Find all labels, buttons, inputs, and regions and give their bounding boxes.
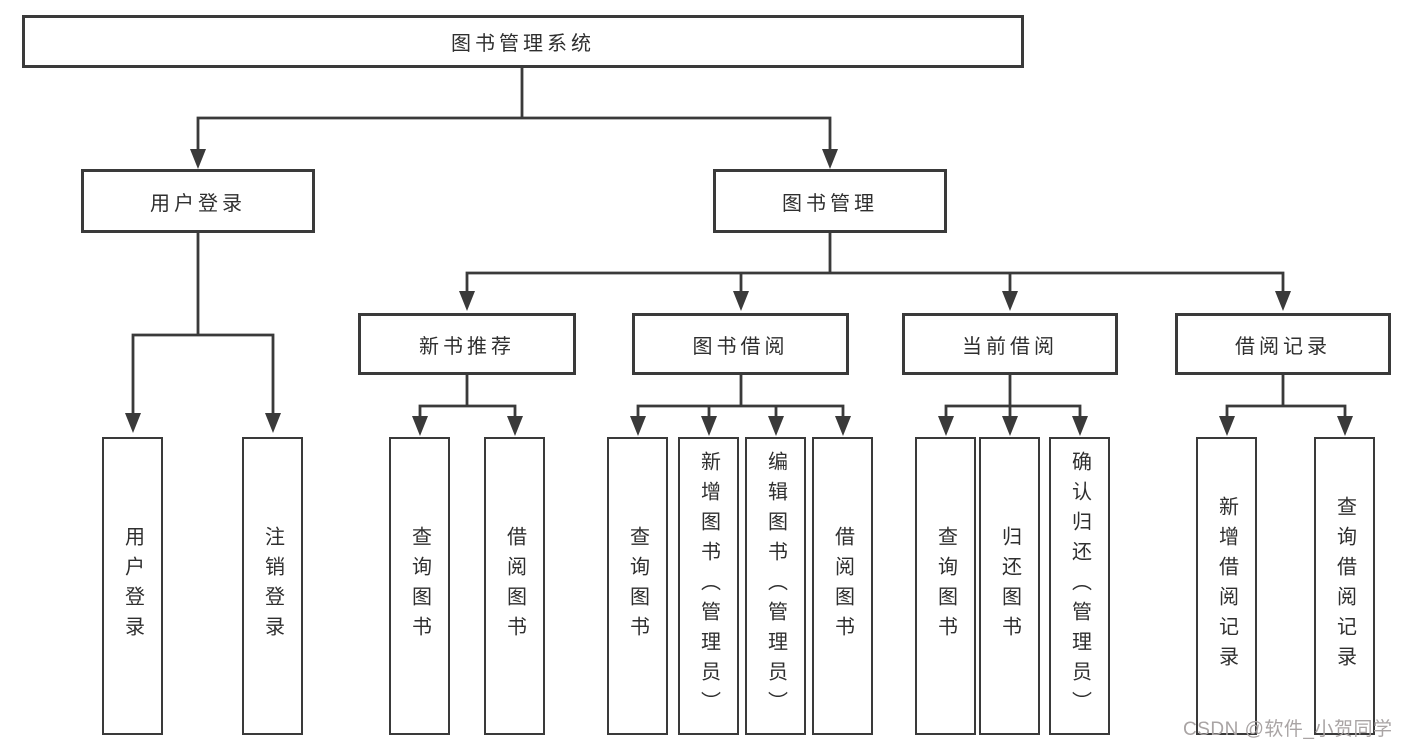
leaf-current-confirm-return-admin: 确认归还（管理员） — [1049, 437, 1110, 735]
leaf-records-query-record: 查询借阅记录 — [1314, 437, 1375, 735]
node-borrowing-records: 借阅记录 — [1175, 313, 1391, 375]
node-book-borrowing: 图书借阅 — [632, 313, 849, 375]
leaf-current-return-books-label: 归还图书 — [998, 526, 1021, 646]
leaf-records-query-record-label: 查询借阅记录 — [1333, 496, 1356, 676]
leaf-records-add-record-label: 新增借阅记录 — [1215, 496, 1238, 676]
leaf-borrow-add-books-admin: 新增图书（管理员） — [678, 437, 739, 735]
node-user-login: 用户登录 — [81, 169, 315, 233]
leaf-logout-label: 注销登录 — [261, 526, 284, 646]
node-new-book-recommend: 新书推荐 — [358, 313, 576, 375]
connector-current-to-children — [938, 375, 1088, 436]
connector-records-to-children — [1219, 375, 1353, 436]
connector-root-to-level2 — [190, 68, 838, 169]
leaf-user-login-label: 用户登录 — [121, 526, 144, 646]
node-new-book-recommend-label: 新书推荐 — [419, 335, 515, 358]
connector-recommend-to-children — [412, 375, 523, 436]
node-borrowing-records-label: 借阅记录 — [1235, 335, 1331, 358]
leaf-borrow-borrow-books: 借阅图书 — [812, 437, 873, 735]
leaf-user-login: 用户登录 — [102, 437, 163, 735]
node-book-management-label: 图书管理 — [782, 192, 878, 215]
leaf-current-query-books: 查询图书 — [915, 437, 976, 735]
leaf-borrow-edit-books-admin: 编辑图书（管理员） — [745, 437, 806, 735]
csdn-watermark: CSDN @软件_小贺同学 — [1183, 719, 1393, 740]
leaf-current-query-books-label: 查询图书 — [934, 526, 957, 646]
node-library-system: 图书管理系统 — [22, 15, 1024, 68]
leaf-current-return-books: 归还图书 — [979, 437, 1040, 735]
node-library-system-label: 图书管理系统 — [451, 33, 595, 55]
leaf-borrow-add-books-admin-label: 新增图书（管理员） — [697, 451, 720, 721]
leaf-borrow-query-books-label: 查询图书 — [626, 526, 649, 646]
node-book-borrowing-label: 图书借阅 — [692, 335, 789, 358]
leaf-borrow-borrow-books-label: 借阅图书 — [831, 526, 854, 646]
node-current-borrowing-label: 当前借阅 — [962, 335, 1058, 358]
node-book-management: 图书管理 — [713, 169, 947, 233]
connector-borrow-to-children — [630, 375, 851, 436]
leaf-current-confirm-return-admin-label: 确认归还（管理员） — [1068, 451, 1091, 721]
leaf-recommend-query-books: 查询图书 — [389, 437, 450, 735]
leaf-recommend-borrow-books: 借阅图书 — [484, 437, 545, 735]
connector-user-login-to-children — [125, 233, 281, 433]
leaf-borrow-edit-books-admin-label: 编辑图书（管理员） — [764, 451, 787, 721]
node-current-borrowing: 当前借阅 — [902, 313, 1118, 375]
leaf-records-add-record: 新增借阅记录 — [1196, 437, 1257, 735]
leaf-recommend-query-books-label: 查询图书 — [408, 526, 431, 646]
leaf-borrow-query-books: 查询图书 — [607, 437, 668, 735]
leaf-logout: 注销登录 — [242, 437, 303, 735]
node-user-login-label: 用户登录 — [150, 192, 246, 215]
connector-book-management-to-level3 — [459, 233, 1291, 311]
leaf-recommend-borrow-books-label: 借阅图书 — [503, 526, 526, 646]
